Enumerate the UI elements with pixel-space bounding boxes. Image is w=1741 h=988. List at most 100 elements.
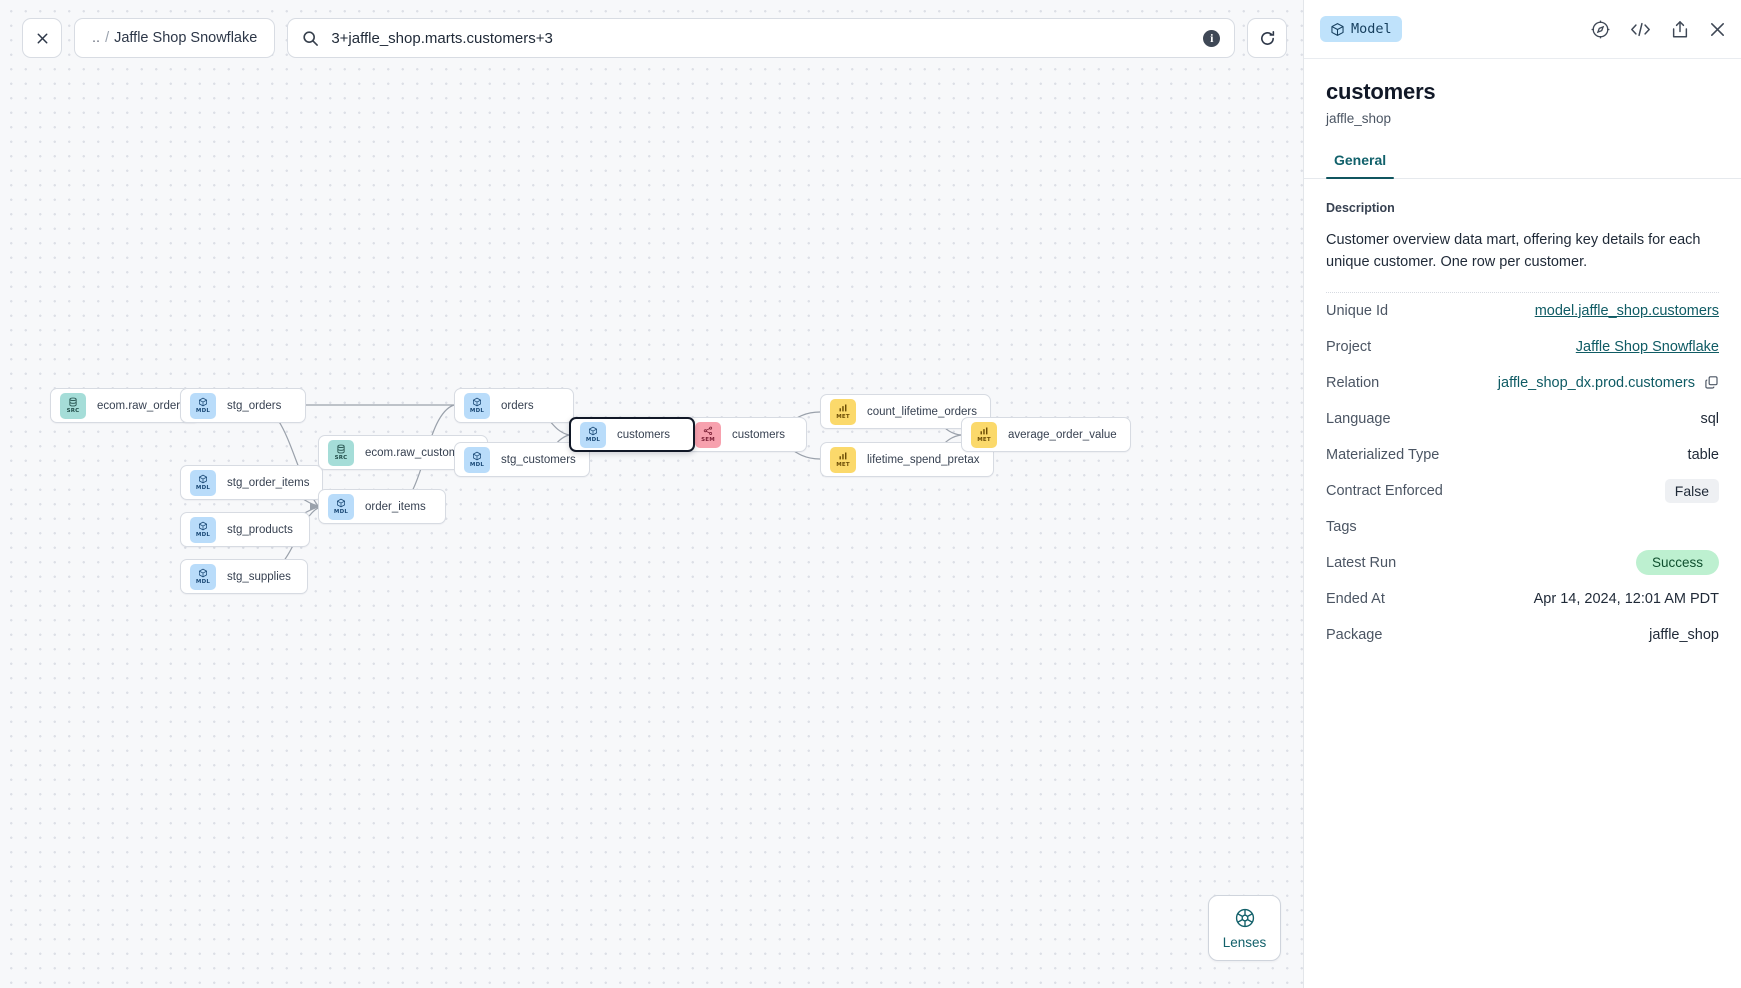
page-title: customers [1326,79,1436,104]
detail-row-key: Language [1326,410,1391,427]
detail-row-project: Project Jaffle Shop Snowflake [1326,329,1719,365]
detail-row-key: Materialized Type [1326,446,1440,463]
graph-node-orders[interactable]: MDL orders [454,388,574,423]
detail-row-value: table [1687,446,1719,463]
graph-node-order_items[interactable]: MDL order_items [318,489,446,524]
resource-type-label: Model [1351,21,1392,37]
detail-row-value-wrap: jaffle_shop [1649,627,1719,643]
tab-general[interactable]: General [1326,152,1395,179]
close-icon[interactable] [1708,20,1727,39]
detail-row-key: Latest Run [1326,554,1397,571]
detail-row-key: Unique Id [1326,302,1389,319]
description-divider [1326,291,1719,293]
close-lineage-button[interactable] [22,18,62,58]
status-badge[interactable]: Success [1635,550,1719,576]
lineage-search-bar[interactable]: i [287,18,1236,58]
detail-row-value: jaffle_shop [1649,626,1719,643]
detail-row-value-wrap: jaffle_shop_dx.prod.customers [1498,375,1719,391]
contract-enforced-badge: False [1664,478,1719,503]
details-panel-header: Model [1304,0,1741,59]
detail-row-unique-id: Unique Id model.jaffle_shop.customers [1326,293,1719,329]
graph-node-label: stg_orders [227,399,282,412]
share-upload-icon[interactable] [1670,19,1690,40]
cube-icon [1331,22,1344,36]
resource-type-chip[interactable]: Model [1320,16,1402,42]
detail-row-value-wrap: Success [1635,550,1719,576]
graph-node-label: customers [732,428,786,441]
detail-row-value[interactable]: Jaffle Shop Snowflake [1575,338,1719,355]
search-input[interactable] [331,29,1204,47]
detail-row-key: Relation [1326,374,1380,391]
graph-node-average_order_value[interactable]: MET average_order_value [961,417,1131,452]
graph-node-label: ecom.raw_customers [365,446,475,459]
detail-row-key: Ended At [1326,590,1385,607]
breadcrumb-dots: .. [92,30,101,46]
tab-general-label: General [1334,152,1387,168]
detail-row-value: jaffle_shop_dx.prod.customers [1497,374,1695,391]
graph-node-label: ecom.raw_orders [97,399,186,412]
node-kind-badge-met-icon: MET [971,421,997,448]
breadcrumb-project-label: Jaffle Shop Snowflake [114,30,258,46]
node-kind-badge-mdl-icon: MDL [464,446,490,473]
details-panel-body: Description Customer overview data mart,… [1304,179,1741,988]
detail-row-materialized-type: Materialized Type table [1326,437,1719,473]
node-kind-badge-mdl-icon: MDL [190,469,216,496]
graph-node-label: stg_products [227,523,293,536]
node-kind-badge-mdl-icon: MDL [190,516,216,543]
search-info-icon[interactable]: i [1203,29,1221,47]
detail-row-key: Package [1326,626,1383,643]
detail-row-latest-run: Latest Run Success [1326,545,1719,581]
graph-node-label: average_order_value [1008,428,1117,441]
node-kind-badge-mdl-icon: MDL [464,392,490,419]
copy-icon[interactable] [1704,375,1719,390]
detail-row-key: Project [1326,338,1372,355]
page-subtitle: jaffle_shop [1326,111,1392,126]
detail-row-value-wrap: table [1688,447,1719,463]
detail-row-package: Package jaffle_shop [1326,617,1719,653]
canvas-toolbar: ../Jaffle Shop Snowflake i [22,18,1288,58]
refresh-icon [1260,30,1274,45]
detail-row-value: Apr 14, 2024, 12:01 AM PDT [1533,590,1719,607]
node-kind-badge-sem-icon: SEM [695,421,721,448]
graph-node-label: orders [501,399,534,412]
description-label: Description [1326,201,1395,215]
search-icon [303,30,319,46]
detail-row-tags: Tags [1326,509,1719,545]
lenses-button[interactable]: Lenses [1208,895,1281,961]
compass-target-icon[interactable] [1590,19,1611,40]
graph-node-label: customers [617,428,671,441]
detail-row-value-wrap: Apr 14, 2024, 12:01 AM PDT [1534,591,1719,607]
refresh-lineage-button[interactable] [1247,18,1288,58]
detail-row-value[interactable]: model.jaffle_shop.customers [1534,302,1719,319]
graph-node-customers_semantic[interactable]: SEM customers [685,417,807,452]
graph-node-ecom_raw_orders[interactable]: SRC ecom.raw_orders [50,388,200,423]
breadcrumb-project-button[interactable]: ../Jaffle Shop Snowflake [74,18,276,58]
node-kind-badge-mdl-icon: MDL [328,493,354,520]
node-kind-badge-src-icon: SRC [60,392,86,419]
graph-node-label: stg_customers [501,453,576,466]
detail-row-value-wrap: False [1664,478,1719,503]
lenses-label: Lenses [1222,934,1267,950]
breadcrumb-separator: / [105,30,110,46]
detail-row-value-wrap: model.jaffle_shop.customers [1535,303,1719,319]
graph-node-stg_orders[interactable]: MDL stg_orders [180,388,306,423]
code-icon[interactable] [1629,19,1652,40]
close-icon [37,33,47,43]
node-kind-badge-met-icon: MET [830,446,856,473]
aperture-icon [1235,908,1254,927]
detail-row-key: Tags [1326,518,1357,535]
detail-row-value-wrap: Jaffle Shop Snowflake [1576,339,1719,355]
details-tabs: General [1304,152,1741,179]
graph-node-stg_products[interactable]: MDL stg_products [180,512,310,547]
details-panel: Model [1303,0,1741,988]
graph-node-label: order_items [365,500,426,513]
graph-node-stg_customers[interactable]: MDL stg_customers [454,442,590,477]
node-kind-badge-mdl-icon: MDL [190,392,216,419]
